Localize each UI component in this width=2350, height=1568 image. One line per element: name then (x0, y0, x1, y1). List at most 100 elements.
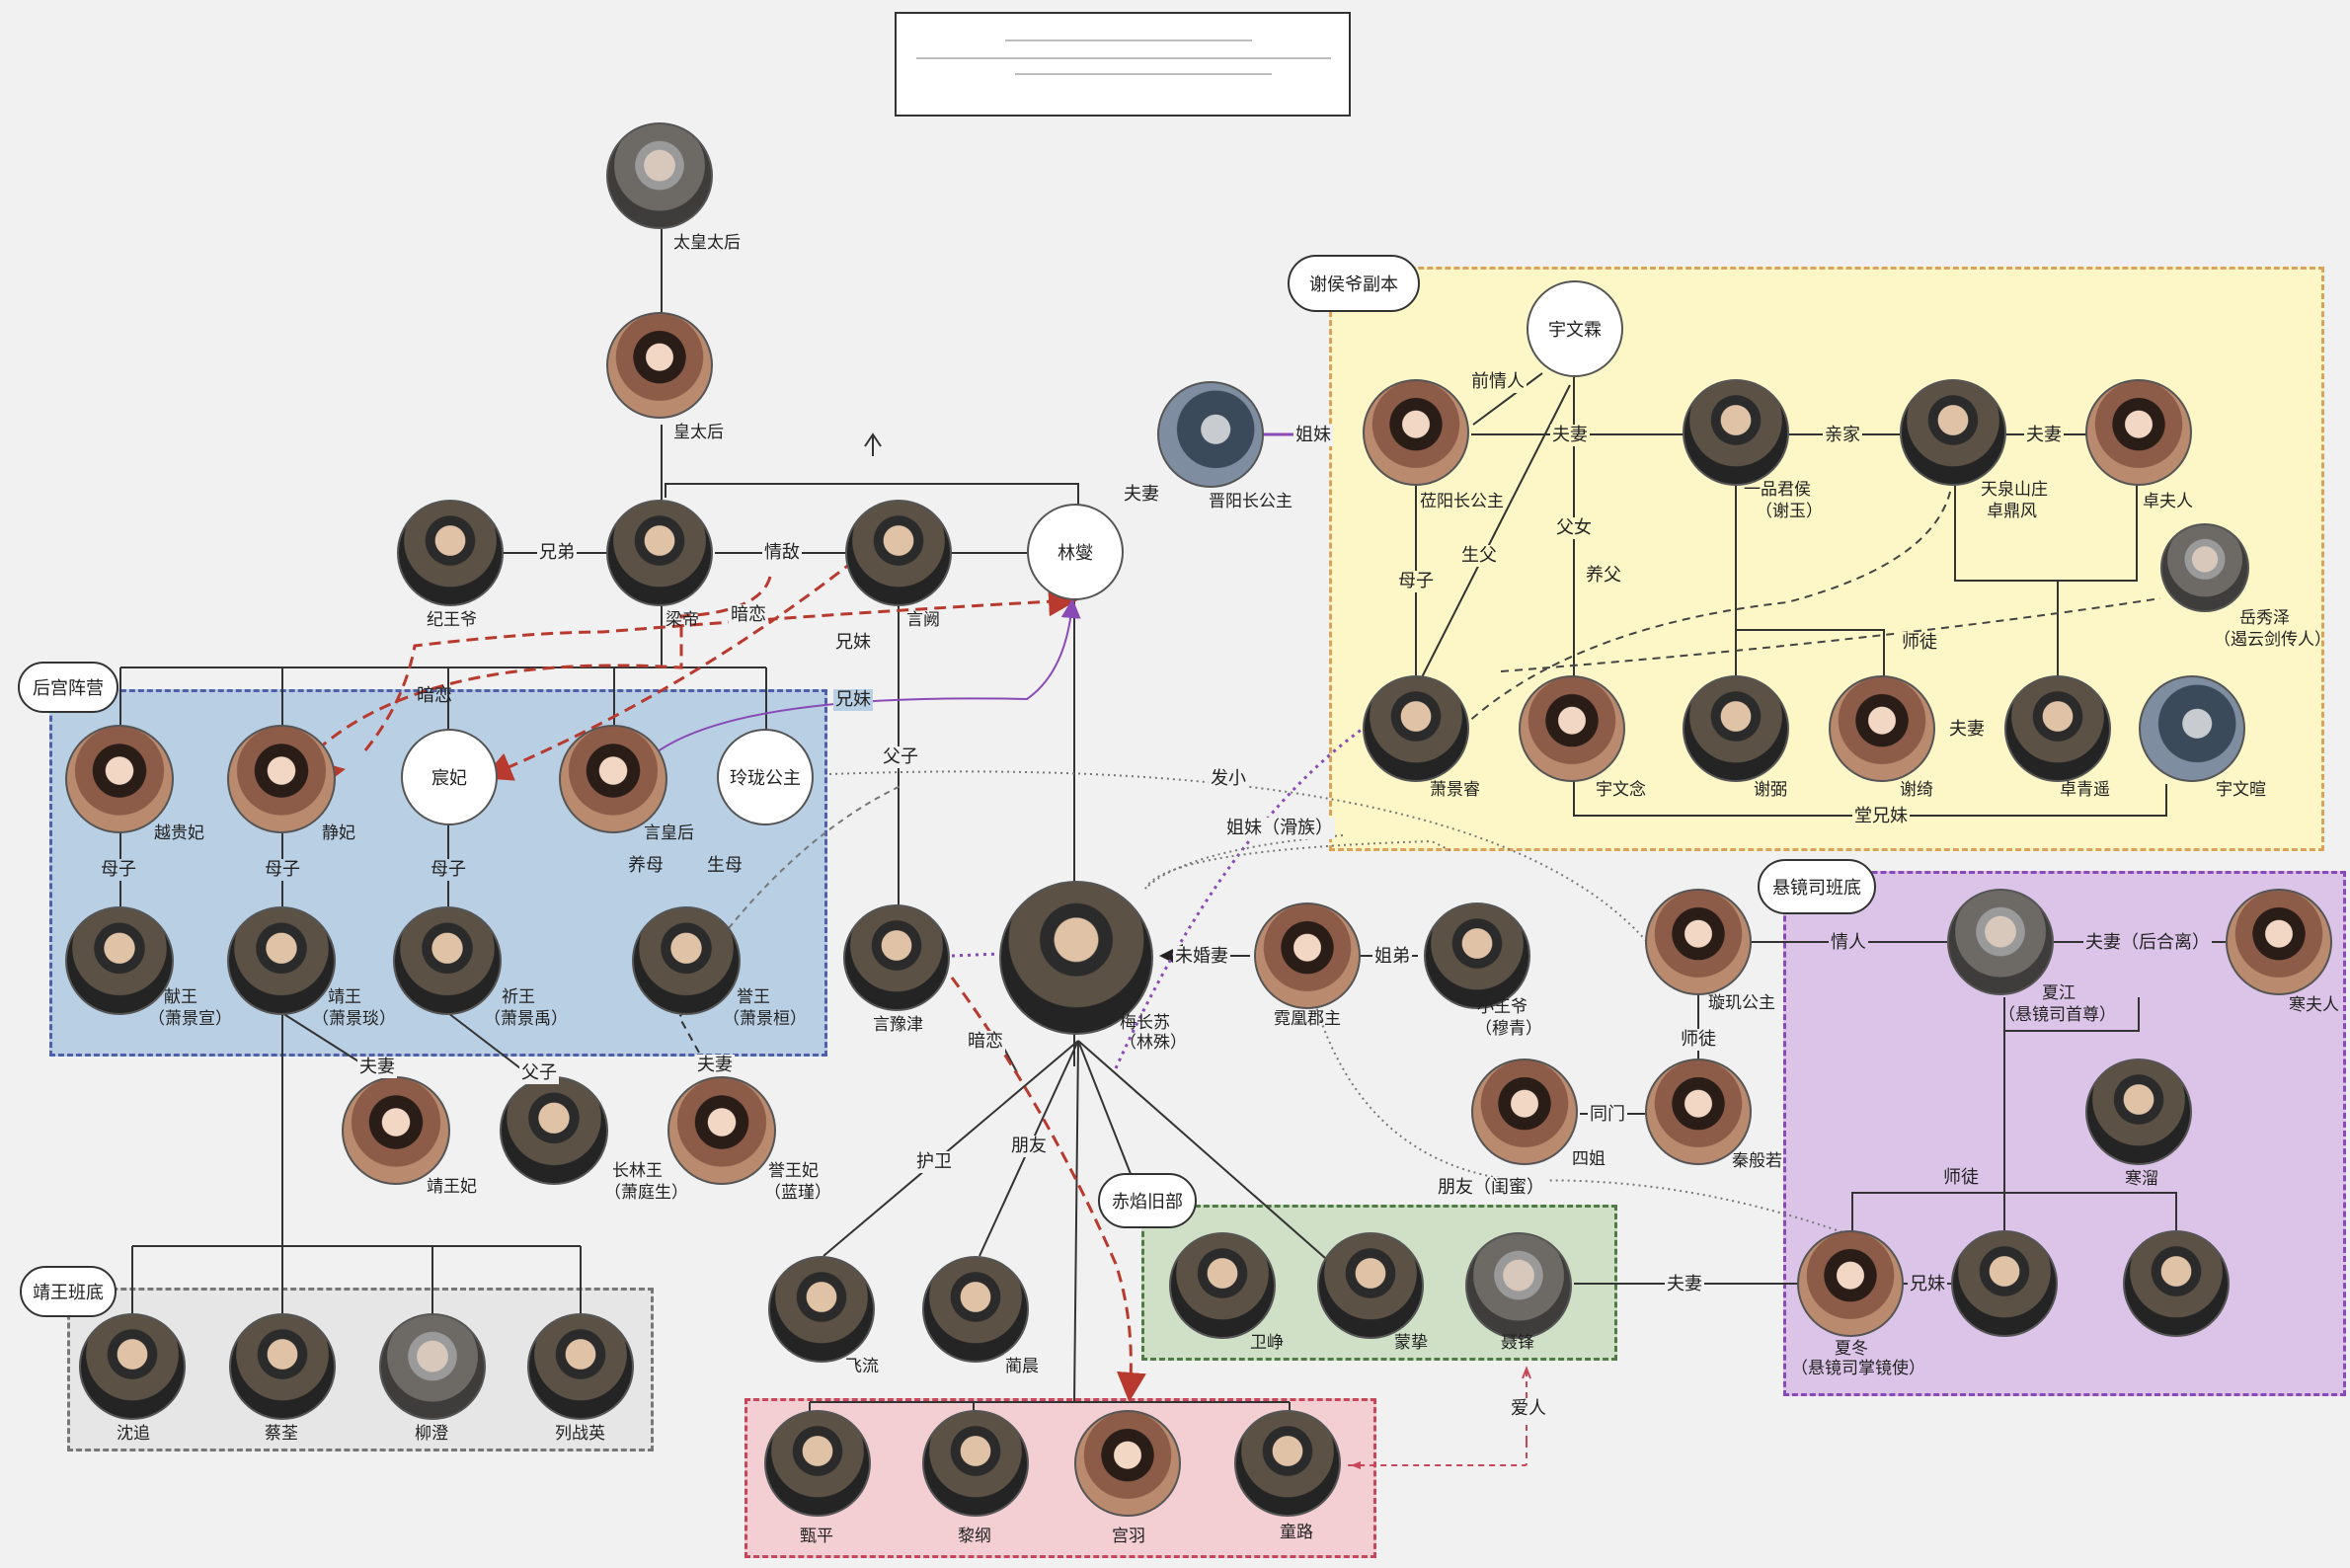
label-jiwang: 纪王爷 (427, 610, 477, 630)
group-label-xie: 谢侯爷副本 (1288, 255, 1420, 312)
label-changlin-n: （萧庭生） (604, 1183, 688, 1203)
rel-qingren: 情人 (1829, 932, 1868, 954)
label-liezhanying: 列战英 (555, 1424, 605, 1444)
label-meichangsu: 梅长苏 (1120, 1013, 1170, 1033)
label-hanwei: 寒溜 (2125, 1169, 2158, 1189)
label-yuexiuze: 岳秀泽 (2239, 608, 2290, 628)
node-yuwenlin: 宇文霖 (1527, 280, 1623, 377)
title-box (895, 12, 1351, 117)
avatar-niefeng (1465, 1232, 1572, 1339)
rel-huwei: 护卫 (914, 1151, 954, 1173)
label-zhenping: 甄平 (800, 1527, 833, 1546)
label-mengzhi: 蒙挚 (1394, 1333, 1428, 1353)
rel-shitu-2: 师徒 (1941, 1167, 1981, 1189)
avatar-weizheng (1169, 1232, 1276, 1339)
rel-shengmu: 生母 (705, 855, 744, 877)
avatar-caiquan (229, 1313, 336, 1420)
avatar-ligang (922, 1410, 1029, 1517)
node-linxie: 林燮 (1027, 504, 1124, 600)
rel-xiongmei-2: 兄妹 (833, 689, 873, 711)
avatar-nihuang (1254, 902, 1361, 1009)
label-jingw-n: （萧景琰） (312, 1009, 396, 1029)
rel-fuqi-nie: 夫妻 (1665, 1274, 1704, 1295)
avatar-liucheng (379, 1313, 486, 1420)
label-xiajiang-n: （悬镜司首尊） (1998, 1005, 2116, 1025)
avatar-xiebi (1683, 675, 1789, 782)
rel-shitu-3: 师徒 (1679, 1029, 1718, 1051)
label-meichangsu-n: （林殊） (1120, 1033, 1187, 1053)
avatar-yuegui (65, 725, 174, 833)
avatar-yanhou (559, 725, 667, 833)
rel-yangmu: 养母 (626, 855, 666, 877)
rel-faxiao: 发小 (1209, 768, 1248, 790)
label-jingw: 靖王 (328, 987, 361, 1007)
label-niefeng: 聂锋 (1501, 1333, 1534, 1353)
avatar-jingfei (227, 725, 336, 833)
label-shenzhui: 沈追 (117, 1424, 150, 1444)
avatar-changlin (500, 1076, 608, 1185)
label-jingfei: 静妃 (322, 823, 355, 843)
avatar-qiwang (393, 906, 502, 1015)
rel-pengyou: 朋友 (1009, 1136, 1049, 1157)
label-feiliu: 飞流 (845, 1357, 879, 1376)
label-xieyu-n: （谢玉） (1756, 502, 1823, 521)
rel-xiongmei-3: 兄妹 (1908, 1274, 1947, 1295)
avatar-yuwangfei (667, 1076, 776, 1185)
label-xianwang: 献王 (164, 987, 197, 1007)
avatar-xiadong-brother (1951, 1230, 2058, 1337)
rel-anlian-3: 暗恋 (966, 1031, 1005, 1053)
avatar-xianwang (65, 906, 174, 1015)
avatar-xiajiang (1947, 889, 2054, 995)
rel-muzi-1: 母子 (99, 859, 138, 881)
rel-fuqi-yw: 夫妻 (695, 1055, 735, 1076)
rel-qinjia: 亲家 (1823, 425, 1862, 446)
avatar-zhuoqingyao (2004, 675, 2111, 782)
label-ligang: 黎纲 (958, 1527, 991, 1546)
label-yuexiuze-n: （遏云剑传人） (2214, 630, 2331, 650)
avatar-xieqi (1829, 675, 1935, 782)
label-yuwang-n: （萧景桓） (723, 1009, 807, 1029)
label-muqing-n: （穆青） (1475, 1019, 1542, 1039)
avatar-zhenping (764, 1410, 871, 1517)
avatar-muqing (1424, 902, 1530, 1009)
label-xiebi: 谢弼 (1754, 780, 1787, 800)
label-qiwang: 祈王 (502, 987, 535, 1007)
rel-weihun: 未婚妻 (1173, 946, 1230, 968)
rel-jiedi: 姐弟 (1372, 946, 1412, 968)
label-liucheng: 柳澄 (415, 1424, 448, 1444)
rel-tangxiong: 堂兄妹 (1852, 806, 1910, 827)
label-lipyang: 莅阳长公主 (1420, 492, 1504, 511)
label-jinyang: 晋阳长公主 (1209, 492, 1292, 511)
rel-muzi-2: 母子 (263, 859, 302, 881)
rel-yangfu: 养父 (1584, 565, 1623, 587)
rel-fuzi-yan: 父子 (881, 746, 920, 768)
rel-fuqi-xie: 夫妻 (1550, 425, 1590, 446)
label-weizheng: 卫峥 (1250, 1333, 1284, 1353)
avatar-gongyu (1074, 1410, 1181, 1517)
avatar-tonglu (1234, 1410, 1341, 1517)
label-yuwenxuan: 宇文暄 (2216, 780, 2266, 800)
avatar-yuexiuze (2160, 523, 2249, 612)
label-huangtai: 皇太后 (673, 423, 724, 442)
rel-pengyou-gm: 朋友（闺蜜） (1436, 1177, 1546, 1199)
rel-muzi-3: 母子 (429, 859, 468, 881)
avatar-jiwang (397, 500, 504, 606)
label-yanque: 言阙 (906, 610, 940, 630)
label-xianwang-n: （萧景宣） (148, 1009, 232, 1029)
label-xiaojingrui: 萧景睿 (1430, 780, 1480, 800)
rel-fun: 父女 (1554, 517, 1594, 539)
label-xiajiang: 夏江 (2042, 983, 2076, 1003)
avatar-hanwei (2085, 1058, 2192, 1165)
label-zhuodingfeng-n: 卓鼎风 (1987, 502, 2037, 521)
avatar-yuwennian (1519, 675, 1625, 782)
label-xieqi: 谢绮 (1900, 780, 1933, 800)
rel-zimei-hua: 姐妹（滑族） (1224, 818, 1335, 839)
label-taihuang: 太皇太后 (673, 233, 741, 253)
node-chenfei: 宸妃 (401, 729, 498, 825)
label-zhuodingfeng: 天泉山庄 (1981, 480, 2048, 500)
rel-shengfu: 生父 (1459, 545, 1499, 567)
rel-qingdi: 情敌 (762, 542, 802, 564)
label-yanyujin: 言豫津 (873, 1015, 923, 1035)
avatar-shenzhui (79, 1313, 186, 1420)
label-xuanji: 璇玑公主 (1708, 993, 1775, 1013)
